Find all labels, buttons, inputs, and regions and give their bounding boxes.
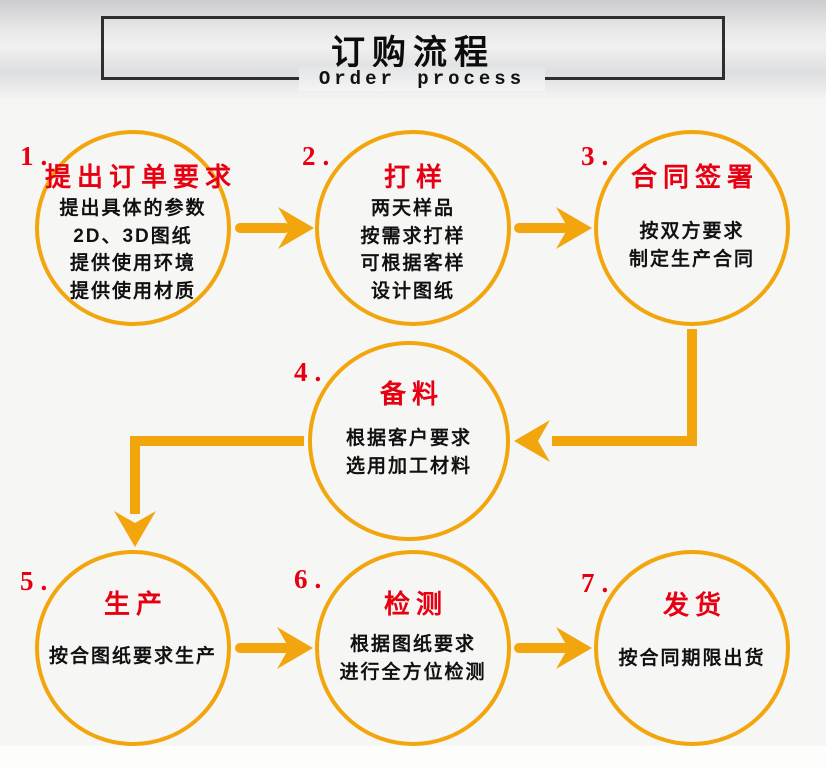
step-7-circle: 发货 按合同期限出货	[594, 550, 790, 746]
step-1-circle: 提出订单要求 提出具体的参数 2D、3D图纸 提供使用环境 提供使用材质	[35, 130, 231, 326]
step-6-number: 6.	[294, 564, 329, 594]
step-7-details: 按合同期限出货	[598, 645, 786, 673]
step-3-number: 3.	[581, 141, 616, 171]
step-4-detail-line: 选用加工材料	[345, 455, 472, 477]
arrow-step5-to-step6-icon	[235, 627, 313, 669]
step-1-details: 提出具体的参数 2D、3D图纸 提供使用环境 提供使用材质	[39, 195, 227, 305]
step-4-title: 备料	[379, 379, 444, 409]
page-subtitle: Order process	[299, 67, 545, 91]
step-5-details: 按合图纸要求生产	[39, 643, 227, 671]
step-6-title: 检测	[383, 589, 448, 619]
step-2-circle: 打样 两天样品 按需求打样 可根据客样 设计图纸	[315, 130, 511, 326]
step-2-detail-line: 可根据客样	[360, 253, 466, 274]
step-3-title: 合同签署	[630, 162, 759, 192]
step-7-detail-line: 按合同期限出货	[618, 648, 766, 669]
arrow-step4-to-step5-icon	[114, 436, 304, 547]
step-2-number: 2.	[302, 141, 337, 171]
step-3-details: 按双方要求 制定生产合同	[598, 218, 786, 273]
step-2-detail-line: 按需求打样	[360, 225, 466, 247]
arrow-step6-to-step7-icon	[514, 627, 592, 669]
step-6-circle: 检测 根据图纸要求 进行全方位检测	[315, 550, 511, 746]
step-6-detail-line: 根据图纸要求	[349, 634, 476, 655]
step-4-details: 根据客户要求 选用加工材料	[312, 425, 506, 480]
step-5-number: 5.	[20, 566, 55, 596]
step-6-details: 根据图纸要求 进行全方位检测	[319, 631, 507, 686]
step-1-detail-line: 提供使用环境	[69, 253, 196, 274]
step-4-circle: 备料 根据客户要求 选用加工材料	[308, 341, 510, 541]
bottom-band	[0, 746, 826, 767]
step-2-detail-line: 两天样品	[370, 198, 455, 219]
step-7-title: 发货	[662, 590, 727, 620]
step-7-number: 7.	[581, 568, 616, 598]
arrow-step2-to-step3-icon	[514, 207, 592, 249]
step-2-title: 打样	[383, 162, 448, 192]
step-1-detail-line: 2D、3D图纸	[73, 225, 193, 247]
step-2-detail-line: 设计图纸	[370, 280, 455, 302]
step-4-detail-line: 根据客户要求	[345, 428, 472, 449]
step-6-detail-line: 进行全方位检测	[339, 661, 487, 683]
arrow-step1-to-step2-icon	[235, 207, 314, 249]
step-1-detail-line: 提出具体的参数	[59, 198, 207, 219]
step-4-number: 4.	[294, 357, 329, 387]
step-3-detail-line: 按双方要求	[639, 221, 745, 242]
step-5-circle: 生产 按合图纸要求生产	[35, 550, 231, 746]
step-3-detail-line: 制定生产合同	[628, 248, 755, 270]
step-5-title: 生产	[103, 589, 168, 619]
step-1-number: 1.	[20, 141, 55, 171]
step-2-details: 两天样品 按需求打样 可根据客样 设计图纸	[319, 195, 507, 305]
step-3-circle: 合同签署 按双方要求 制定生产合同	[594, 130, 790, 326]
page-title: 订购流程	[331, 33, 495, 73]
step-1-detail-line: 提供使用材质	[69, 280, 196, 302]
arrow-step3-to-step4-icon	[514, 329, 697, 462]
step-5-detail-line: 按合图纸要求生产	[48, 646, 217, 667]
step-1-title: 提出订单要求	[45, 162, 238, 192]
